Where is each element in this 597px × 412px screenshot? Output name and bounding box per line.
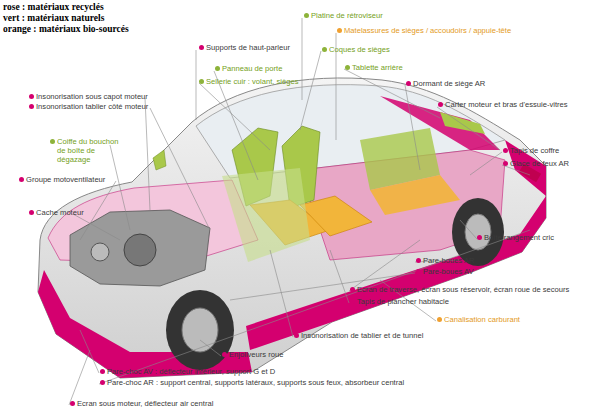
callout-label: Glace de feux AR xyxy=(510,159,569,168)
callout-label: Pare-choc AR : support central, supports… xyxy=(107,378,404,387)
callout-dot xyxy=(29,104,34,109)
callout-dot xyxy=(70,401,75,406)
legend-text: rose : matériaux recyclés xyxy=(3,2,104,12)
callout-dot xyxy=(29,94,34,99)
legend-text: orange : matériaux bio-sourcés xyxy=(3,24,129,34)
callout-dot xyxy=(199,79,204,84)
callout-dot xyxy=(215,66,220,71)
callout-dot xyxy=(416,269,421,274)
callout-dot xyxy=(337,28,342,33)
callout-label: Canalisation carburant xyxy=(444,315,520,324)
legend-text: vert : matériaux naturels xyxy=(3,13,104,23)
callout-dot xyxy=(406,81,411,86)
callout-dot xyxy=(350,299,355,304)
callout-label: Supports de haut-parleur xyxy=(206,43,290,52)
callout-dot xyxy=(50,139,55,144)
callout-dot xyxy=(437,317,442,322)
callout-label: Sellerie cuir : volant, sièges xyxy=(206,77,298,86)
callout-label: Matelassures de sièges / accoudoirs / ap… xyxy=(344,26,511,35)
callout-label: Panneau de porte xyxy=(222,64,282,73)
callout-label: Tablette arrière xyxy=(352,63,403,72)
callout-dot xyxy=(350,287,355,292)
callout-dot xyxy=(503,161,508,166)
callout-label: Dormant de siège AR xyxy=(413,79,485,88)
callout-dot xyxy=(345,65,350,70)
callout-label: Insonorisation tablier côté moteur xyxy=(36,102,148,111)
callout-label: Ecran de traverse, écran sous réservoir,… xyxy=(357,285,569,294)
callout-dot xyxy=(19,177,24,182)
callout-label: Enjoliveurs roue xyxy=(229,350,283,359)
callout-label: Platine de rétroviseur xyxy=(311,11,383,20)
callout-dot xyxy=(322,47,327,52)
callout-dot xyxy=(477,235,482,240)
callout-dot xyxy=(503,148,508,153)
callout-label: Pare-choc AV : déflecteur inférieur, sup… xyxy=(107,367,275,376)
callout-label: Tapis de plancher habitacle xyxy=(357,297,449,306)
callout-label: Coiffe du bouchon de boîte de dégazage xyxy=(57,137,127,164)
callout-label: Cache moteur xyxy=(36,208,84,217)
callout-label: Insonorisation de tablier et de tunnel xyxy=(301,331,423,340)
callout-dot xyxy=(100,380,105,385)
callout-label: Pare-boues AV xyxy=(423,267,474,276)
callout-label: Pare-boues AR xyxy=(423,256,475,265)
callout-label: Tapis de coffre xyxy=(510,146,559,155)
callout-dot xyxy=(199,45,204,50)
callout-label: Insonorisation sous capot moteur xyxy=(36,92,148,101)
callout-dot xyxy=(416,258,421,263)
callout-label: Carter moteur et bras d'essuie-vitres xyxy=(445,100,568,109)
callout-label: Groupe motoventilateur xyxy=(26,175,105,184)
callout-label: Boîte rangement cric xyxy=(484,233,554,242)
callout-dot xyxy=(294,333,299,338)
callout-dot xyxy=(29,210,34,215)
callout-dot xyxy=(438,102,443,107)
callout-dot xyxy=(100,369,105,374)
callout-dot xyxy=(222,352,227,357)
callout-label: Ecran sous moteur, déflecteur air centra… xyxy=(77,399,213,408)
callout-dot xyxy=(304,13,309,18)
callout-label: Coques de sièges xyxy=(329,45,390,54)
